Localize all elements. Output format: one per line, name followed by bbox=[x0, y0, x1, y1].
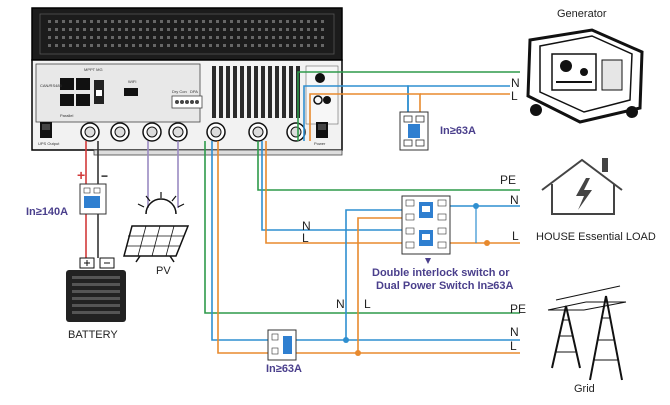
dpa-label: DPA bbox=[190, 89, 198, 94]
grid-l-wire-inv bbox=[217, 141, 268, 354]
parallel-label: Parallel bbox=[60, 113, 74, 118]
inv-l-wire bbox=[265, 141, 410, 244]
usb-port bbox=[124, 88, 138, 96]
battery-label: BATTERY bbox=[68, 329, 118, 341]
inv-l-letter: L bbox=[302, 231, 309, 245]
grid-pe-letter: PE bbox=[510, 302, 527, 316]
ups-label: UPS Output bbox=[38, 141, 60, 146]
lightning-icon bbox=[576, 178, 592, 210]
arrow-down-icon bbox=[425, 258, 431, 264]
wifi-label: WIFI bbox=[128, 79, 137, 84]
riser-n bbox=[345, 209, 410, 340]
generator-label: Generator bbox=[557, 8, 607, 20]
wires bbox=[85, 71, 520, 354]
dc-minus-sign: − bbox=[101, 169, 109, 183]
grid-pe-wire bbox=[204, 141, 520, 314]
riser-l bbox=[357, 217, 410, 353]
gen-pe-wire bbox=[297, 71, 520, 141]
drycon-label: Dry Con bbox=[172, 89, 187, 94]
grid-n-wire-inv bbox=[211, 141, 268, 341]
comm-ports bbox=[60, 78, 104, 106]
switch-note-line1: Double interlock switch or bbox=[372, 267, 510, 279]
inv-n-letter: N bbox=[302, 219, 311, 233]
can-label: CAN/RS485 bbox=[40, 83, 62, 88]
house-label: HOUSE Essential LOAD bbox=[536, 231, 656, 243]
side-vents bbox=[212, 66, 300, 118]
battery-breaker bbox=[79, 183, 107, 215]
pv-label: PV bbox=[156, 265, 171, 277]
house-pe-wire bbox=[257, 141, 520, 191]
battery-breaker-rating: In≥140A bbox=[26, 206, 69, 218]
gen-n-letter: N bbox=[511, 76, 520, 90]
grid-pylon-icon bbox=[547, 285, 627, 381]
riser-l-letter: L bbox=[364, 297, 371, 311]
gen-breaker-rating: In≥63A bbox=[440, 125, 476, 137]
generator-icon bbox=[526, 28, 644, 124]
power-label: Power bbox=[314, 141, 326, 146]
dc-plus-sign: + bbox=[77, 167, 86, 183]
ground-screw-icon bbox=[313, 95, 323, 105]
riser-n-letter: N bbox=[336, 297, 345, 311]
grid-l-letter: L bbox=[510, 339, 517, 353]
interlock-switch bbox=[401, 195, 451, 264]
inverter-unit bbox=[31, 7, 343, 156]
vent-grid bbox=[48, 20, 324, 47]
battery-icon bbox=[66, 257, 126, 322]
junction-dots bbox=[343, 203, 490, 356]
grid-n-letter: N bbox=[510, 325, 519, 339]
grid-label: Grid bbox=[574, 383, 595, 395]
house-n-letter: N bbox=[510, 193, 519, 207]
house-l-letter: L bbox=[512, 229, 519, 243]
mppt-label: MPPT MG bbox=[84, 67, 103, 72]
grid-breaker bbox=[267, 329, 297, 361]
inv-n-wire bbox=[261, 141, 410, 231]
knob-icon bbox=[315, 73, 325, 83]
generator-breaker bbox=[399, 111, 429, 151]
gen-l-letter: L bbox=[511, 89, 518, 103]
grid-breaker-rating: In≥63A bbox=[266, 363, 302, 375]
house-pe-letter: PE bbox=[500, 173, 517, 187]
house-icon bbox=[541, 158, 623, 215]
gen-l-wire-a bbox=[309, 93, 421, 141]
switch-note-line2: Dual Power Switch In≥63A bbox=[376, 280, 514, 292]
solar-panel-icon bbox=[123, 192, 190, 263]
